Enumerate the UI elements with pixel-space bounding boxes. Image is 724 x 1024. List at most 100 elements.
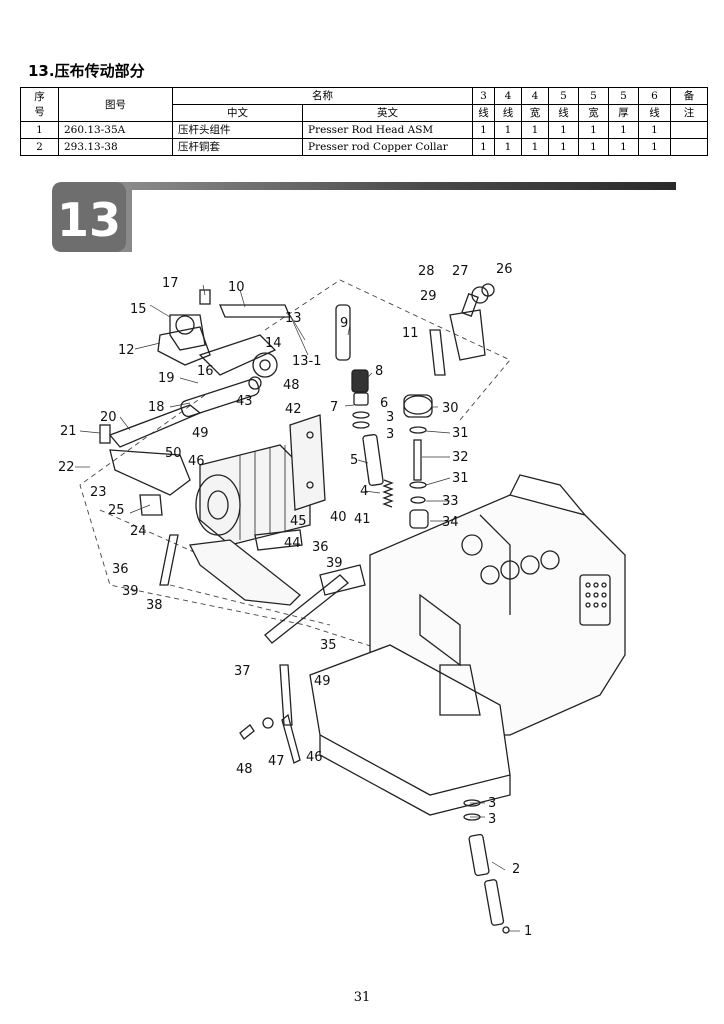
header-col-top: 5: [578, 87, 609, 105]
arm-assembly: [99, 404, 202, 516]
lower-lever: [239, 664, 301, 764]
bracket-44: [189, 529, 303, 606]
cell-qty: 1: [548, 121, 579, 139]
header-part-no: 图号: [58, 87, 173, 122]
callout-3d: 3: [488, 812, 496, 827]
callout-33: 33: [442, 494, 459, 509]
section-banner: 13: [52, 182, 676, 252]
lower-rod: [463, 799, 510, 934]
callout-1: 1: [524, 924, 532, 939]
header-seq-a: 序: [34, 90, 45, 103]
page-number: 31: [353, 990, 371, 1005]
shaft-18: [180, 376, 262, 418]
callout-49: 49: [192, 426, 209, 441]
callout-32: 32: [452, 450, 469, 465]
parts-table: 序 号 图号 名称 3 4 4 5 5 5 6 备 中文 英文 线 线 宽 线 …: [20, 87, 708, 156]
header-col-bottom: 线: [548, 104, 579, 122]
callout-50: 50: [165, 446, 182, 461]
callout-13-1: 13-1: [292, 354, 322, 369]
callout-7: 7: [330, 400, 338, 415]
cell-note: [670, 138, 708, 156]
callout-22: 22: [58, 460, 75, 475]
callout-17: 17: [162, 276, 179, 291]
cell-qty: 1: [521, 138, 549, 156]
header-col-bottom: 线: [472, 104, 495, 122]
cell-qty: 1: [608, 121, 639, 139]
section-title: 13.压布传动部分: [28, 62, 145, 80]
callout-48b: 48: [236, 762, 253, 777]
header-col-bottom: 宽: [521, 104, 549, 122]
callout-10: 10: [228, 280, 245, 295]
callout-14: 14: [265, 336, 282, 351]
callout-49b: 49: [314, 674, 331, 689]
callout-20: 20: [100, 410, 117, 425]
callout-13: 13: [285, 311, 302, 326]
callout-3c: 3: [488, 796, 496, 811]
callout-3b: 3: [386, 427, 394, 442]
header-cn: 中文: [172, 104, 303, 122]
table-header-row: 中文 英文 线 线 宽 线 宽 厚 线 注: [21, 104, 708, 122]
machine-body: [309, 474, 626, 816]
callout-9: 9: [340, 316, 348, 331]
callout-36b: 36: [112, 562, 129, 577]
header-col-top: 6: [638, 87, 671, 105]
motor-45: [195, 414, 326, 546]
levers: [159, 534, 366, 644]
header-col-top: 3: [472, 87, 495, 105]
callout-47: 47: [268, 754, 285, 769]
callout-19: 19: [158, 371, 175, 386]
callout-27: 27: [452, 264, 469, 279]
callout-29: 29: [420, 289, 437, 304]
header-col-top: 5: [548, 87, 579, 105]
header-col-bottom: 注: [670, 104, 708, 122]
callout-24: 24: [130, 524, 147, 539]
knob-assembly: [429, 283, 495, 376]
callout-45: 45: [290, 514, 307, 529]
callout-42: 42: [285, 402, 302, 417]
cell-en: Presser rod Copper Collar: [302, 138, 473, 156]
cell-qty: 1: [494, 121, 522, 139]
header-col-bottom: 线: [638, 104, 671, 122]
cell-cn: 压杆铜套: [172, 138, 303, 156]
exploded-parts-diagram: 17 10 15 13 12 14 13-1 16 19 48 18 43 42…: [58, 262, 626, 939]
callout-30: 30: [442, 401, 459, 416]
callout-34: 34: [442, 515, 459, 530]
table-row: 2 293.13-38 压杆铜套 Presser rod Copper Coll…: [20, 138, 708, 156]
header-col-top: 4: [521, 87, 549, 105]
cell-seq: 1: [20, 121, 59, 139]
callout-8: 8: [375, 364, 383, 379]
callout-3a: 3: [386, 410, 394, 425]
cell-cn: 压杆头组件: [172, 121, 303, 139]
leader-lines: [75, 284, 520, 932]
callout-15: 15: [130, 302, 147, 317]
cell-qty: 1: [638, 121, 671, 139]
header-col-bottom: 宽: [578, 104, 609, 122]
callout-6: 6: [380, 396, 388, 411]
callout-25: 25: [108, 503, 125, 518]
callout-37: 37: [234, 664, 251, 679]
header-seq-b: 号: [34, 105, 45, 118]
header-col-top: 5: [608, 87, 639, 105]
cell-qty: 1: [578, 121, 609, 139]
header-name: 名称: [172, 87, 473, 105]
cell-part-no: 293.13-38: [58, 138, 173, 156]
callout-31b: 31: [452, 471, 469, 486]
cell-qty: 1: [638, 138, 671, 156]
presser-rod-parts: [335, 304, 433, 529]
cell-qty: 1: [608, 138, 639, 156]
callout-46: 46: [188, 454, 205, 469]
callout-5: 5: [350, 453, 358, 468]
callout-labels: 17 10 15 13 12 14 13-1 16 19 48 18 43 42…: [58, 262, 532, 939]
callout-31a: 31: [452, 426, 469, 441]
callout-46b: 46: [306, 750, 323, 765]
cell-part-no: 260.13-35A: [58, 121, 173, 139]
callout-23: 23: [90, 485, 107, 500]
cell-note: [670, 121, 708, 139]
header-seq: 序 号: [20, 87, 59, 122]
cell-qty: 1: [472, 121, 495, 139]
callout-11: 11: [402, 326, 419, 341]
callout-21: 21: [60, 424, 77, 439]
callout-39: 39: [326, 556, 343, 571]
callout-18: 18: [148, 400, 165, 415]
cell-qty: 1: [472, 138, 495, 156]
